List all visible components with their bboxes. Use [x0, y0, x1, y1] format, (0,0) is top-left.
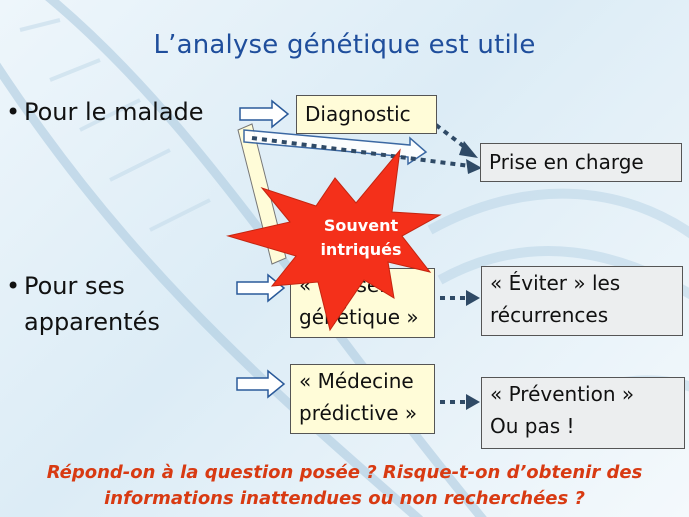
dotted-arrow-head-icon	[459, 141, 478, 158]
box-medecine-line2: prédictive »	[299, 401, 418, 425]
hollow-arrow-icon	[236, 369, 286, 399]
dotted-arrow-head-icon	[466, 290, 480, 306]
slide-title: L’analyse génétique est utile	[153, 30, 536, 60]
box-prevention-line2: Ou pas !	[490, 414, 575, 438]
box-eviter-line1: « Éviter » les	[490, 271, 621, 295]
footer-line2: informations inattendues ou non recherch…	[104, 488, 585, 509]
bullet-malade: •Pour le malade	[6, 94, 204, 130]
box-prevention-line1: « Prévention »	[490, 382, 635, 406]
dotted-arrow-head-icon	[466, 394, 480, 410]
box-medecine-predictive: « Médecine prédictive »	[290, 364, 435, 434]
box-eviter-line2: récurrences	[490, 303, 609, 327]
bullet-apparentes-line2: apparentés	[24, 308, 160, 336]
hollow-arrow-icon	[236, 273, 286, 303]
bullet-dot: •	[6, 272, 21, 300]
bullet-malade-label: Pour le malade	[24, 98, 204, 126]
box-medecine-line1: « Médecine	[299, 369, 414, 393]
star-label-line1: Souvent	[323, 216, 399, 235]
bullet-apparentes: •Pour ses apparentés	[6, 268, 160, 340]
box-diagnostic-label: Diagnostic	[305, 102, 411, 126]
hollow-arrow-icon	[239, 99, 290, 129]
footer-line1: Répond-on à la question posée ? Risque-t…	[46, 462, 643, 483]
footer-question: Répond-on à la question posée ? Risque-t…	[0, 460, 689, 512]
star-label: Souvent intriqués	[300, 214, 422, 262]
star-label-line2: intriqués	[320, 240, 402, 259]
box-conseil-line2: génétique »	[299, 305, 419, 329]
dotted-arrow-head-icon	[466, 159, 482, 174]
box-prevention: « Prévention » Ou pas !	[481, 377, 685, 449]
bullet-dot: •	[6, 98, 21, 126]
bullet-apparentes-line1: Pour ses	[24, 272, 125, 300]
box-prise-en-charge: Prise en charge	[480, 143, 682, 182]
box-eviter-recurrences: « Éviter » les récurrences	[481, 266, 683, 336]
box-diagnostic: Diagnostic	[296, 95, 437, 134]
box-prise-en-charge-label: Prise en charge	[489, 150, 644, 174]
